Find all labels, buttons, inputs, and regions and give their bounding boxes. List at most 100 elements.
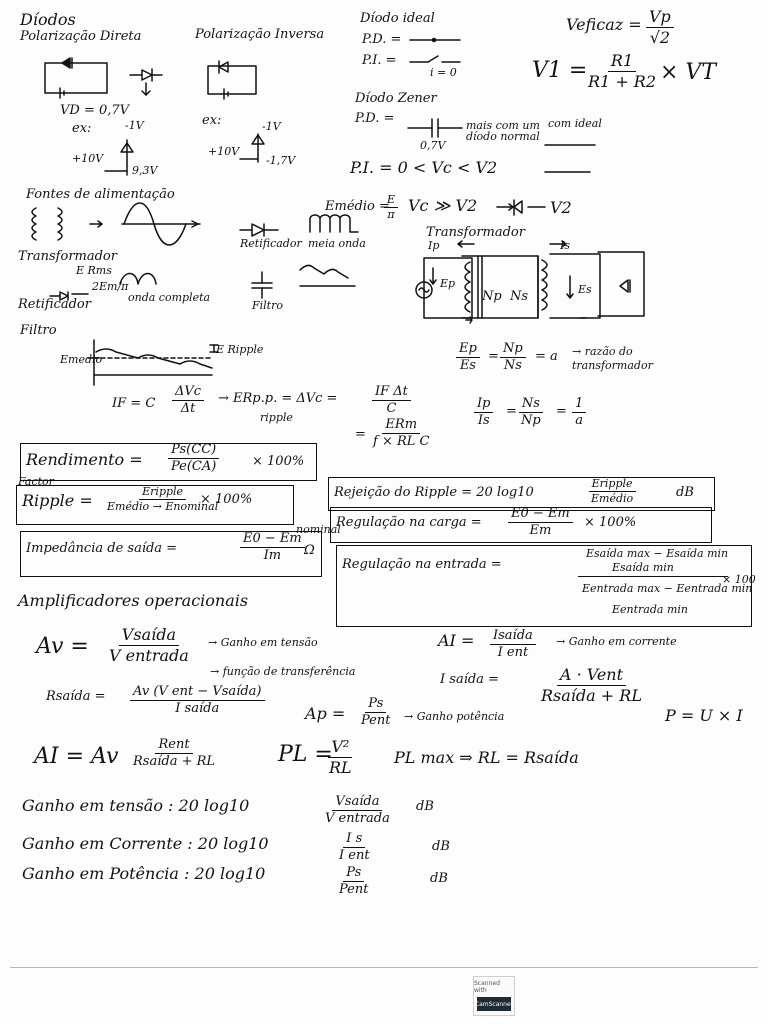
box-ripple (16, 485, 294, 525)
label-transformador-right: Transformador (426, 225, 525, 240)
label-ganho-tensao: → Ganho em tensão (208, 636, 318, 649)
box-impedancia (20, 531, 322, 577)
label-nominal: nominal (296, 523, 341, 536)
frac-dvc: ΔVc (172, 384, 205, 402)
label-imped-tail: Ω (304, 543, 315, 558)
label-meia-onda: meia onda (308, 237, 366, 250)
label-transformador: Transformador (18, 249, 117, 264)
label-es: Es (578, 283, 592, 296)
heading-ampops: Amplificadores operacionais (18, 591, 249, 610)
frac-ns-np: Ns Np (518, 396, 544, 429)
frac-ganho-corrente: I s I ent (336, 831, 373, 864)
eq-sign-1: = (488, 349, 499, 364)
frac-ns2: Ns (518, 396, 543, 414)
label-i-zero: i = 0 (430, 66, 457, 79)
filter-capacitor-icon (251, 271, 273, 299)
label-db-2: dB (432, 839, 450, 854)
frac-rsaida: Av (V ent − Vsaída) I saída (130, 684, 265, 717)
label-ganho-potencia-db: Ganho em Potência : 20 log10 (22, 864, 266, 883)
frac-isaida-num: A · Vent (556, 666, 627, 686)
label-rejeicao: Rejeição do Ripple = 20 log10 (334, 485, 534, 500)
reg-num-line1: Esaída max − Esaída min (586, 547, 729, 560)
label-plus10v-a: +10V (72, 152, 104, 165)
label-db-1: dB (416, 799, 434, 814)
label-db-3: dB (430, 871, 448, 886)
label-zener-note: mais com um díodo normal (466, 119, 540, 143)
heading-pol-direta: Polarização Direta (20, 29, 142, 44)
label-pl: PL = (278, 742, 333, 767)
label-emedio-small: Emedio (60, 353, 103, 366)
label-ex-a: ex: (72, 121, 92, 136)
camscanner-label: CamScanner (474, 1000, 514, 1008)
frac-c: C (386, 401, 397, 417)
label-pi-condition: P.I. = 0 < Vc < V2 (350, 158, 498, 177)
label-rsaida: Rsaída = (46, 689, 106, 704)
frac-emedio-den: π (387, 208, 395, 222)
label-ns: Ns (510, 289, 529, 304)
frac-isaida-den: Rsaída + RL (541, 685, 642, 705)
reg-den-line2: Eentrada min (612, 603, 688, 616)
frac-gc-num: I s (343, 831, 366, 849)
label-retificador-2: Retificador (240, 237, 302, 250)
label-impedancia: Impedância de saída = (26, 541, 178, 556)
label-minus1v-a: -1V (125, 119, 144, 132)
transformer-circuit-icon (415, 240, 645, 324)
frac-ai-num: Isaída (490, 628, 536, 646)
label-vd: VD = 0,7V (60, 103, 130, 118)
eq-sign-3: = (556, 404, 567, 419)
frac-ifdt-c: IF Δt C (372, 384, 411, 417)
label-pd-zener: P.D. = (355, 111, 395, 126)
label-rejeicao-tail: dB (676, 485, 694, 500)
label-ep: Ep (440, 277, 456, 290)
label-2em-pi: 2Em/π (92, 280, 129, 293)
label-out-b: -1,7V (266, 154, 296, 167)
label-ganho-tensao-db: Ganho em tensão : 20 log10 (22, 796, 250, 815)
label-ripple-tail: × 100% (200, 492, 253, 507)
section-title-diodos: Díodos (20, 10, 76, 29)
heading-fontes: Fontes de alimentação (26, 187, 175, 202)
rectifier-diode-icon (239, 223, 279, 237)
label-ripple: Ripple = (22, 491, 93, 510)
label-ganho-potencia-arrow: → Ganho potência (404, 710, 505, 723)
label-regcarga: Regulação na carga = (336, 515, 482, 530)
label-como-ideal: com ideal (548, 117, 602, 130)
frac-pl-den: RL (329, 757, 352, 777)
frac-rsaida-den: I saída (175, 701, 220, 717)
label-regentrada: Regulação na entrada = (342, 557, 502, 572)
label-ai2: AI = Av (34, 744, 119, 769)
frac-rsaida-num: Av (V ent − Vsaída) (130, 684, 265, 702)
sine-wave-icon (121, 202, 201, 246)
frac-ai-den: I ent (497, 645, 529, 661)
eq-sign-4: = (355, 427, 366, 442)
frac-ai2: Rent Rsaída + RL (130, 737, 218, 770)
frac-ep: Ep (456, 341, 480, 359)
frac-is: Is (477, 413, 490, 429)
label-veficaz: Veficaz = (566, 15, 642, 34)
label-v2: V2 (550, 198, 572, 217)
frac-ep-es: Ep Es (456, 341, 480, 374)
frac-gp-den: Pent (339, 882, 369, 898)
label-isaida: I saída = (440, 672, 499, 687)
label-razao: → razão do transformador (572, 345, 653, 373)
example-circuit-a-icon (104, 139, 134, 176)
frac-gt-num: Vsaída (332, 794, 383, 812)
ideal-diode-icon (409, 37, 461, 63)
box-regulacao-entrada (336, 545, 752, 627)
reverse-bias-circuit-icon (207, 60, 257, 100)
frac-gc-den: I ent (339, 848, 370, 864)
frac-rendimento: Ps(CC) Pe(CA) (168, 442, 220, 475)
frac-pl-num: V² (328, 738, 353, 758)
page-bottom-rule (10, 967, 758, 968)
label-retificador: Retificador (18, 297, 91, 312)
label-ganho-corrente: → Ganho em corrente (556, 635, 677, 648)
frac-gp-num: Ps (343, 865, 365, 883)
label-filtro-small: Filtro (252, 299, 283, 312)
zener-pd-icon (407, 118, 596, 173)
frac-a: a (575, 413, 584, 429)
label-erpp: → ERp.p. = ΔVc = (218, 391, 338, 406)
heading-diodo-ideal: Díodo ideal (360, 11, 435, 26)
frac-av-den: V entrada (109, 645, 189, 665)
label-vc-condition: Vc ≫ V2 (408, 196, 478, 215)
label-v1-rhs: × VT (660, 60, 716, 85)
